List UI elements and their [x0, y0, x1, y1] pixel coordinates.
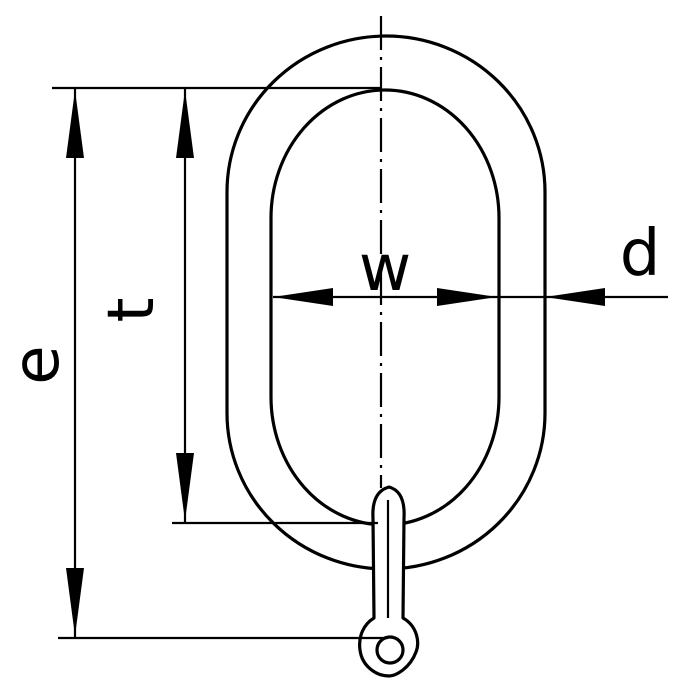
label-e: e — [0, 345, 74, 384]
label-t: t — [95, 297, 169, 322]
dimension-e: e — [0, 86, 388, 640]
link-outer-contour — [225, 34, 547, 571]
dimension-w: w — [273, 232, 497, 306]
dimension-d: d — [497, 217, 668, 306]
bottom-pin — [358, 485, 420, 678]
label-w: w — [359, 232, 411, 306]
link-inner-contour — [269, 88, 501, 527]
label-d: d — [620, 217, 661, 291]
dimension-t: t — [95, 88, 378, 525]
